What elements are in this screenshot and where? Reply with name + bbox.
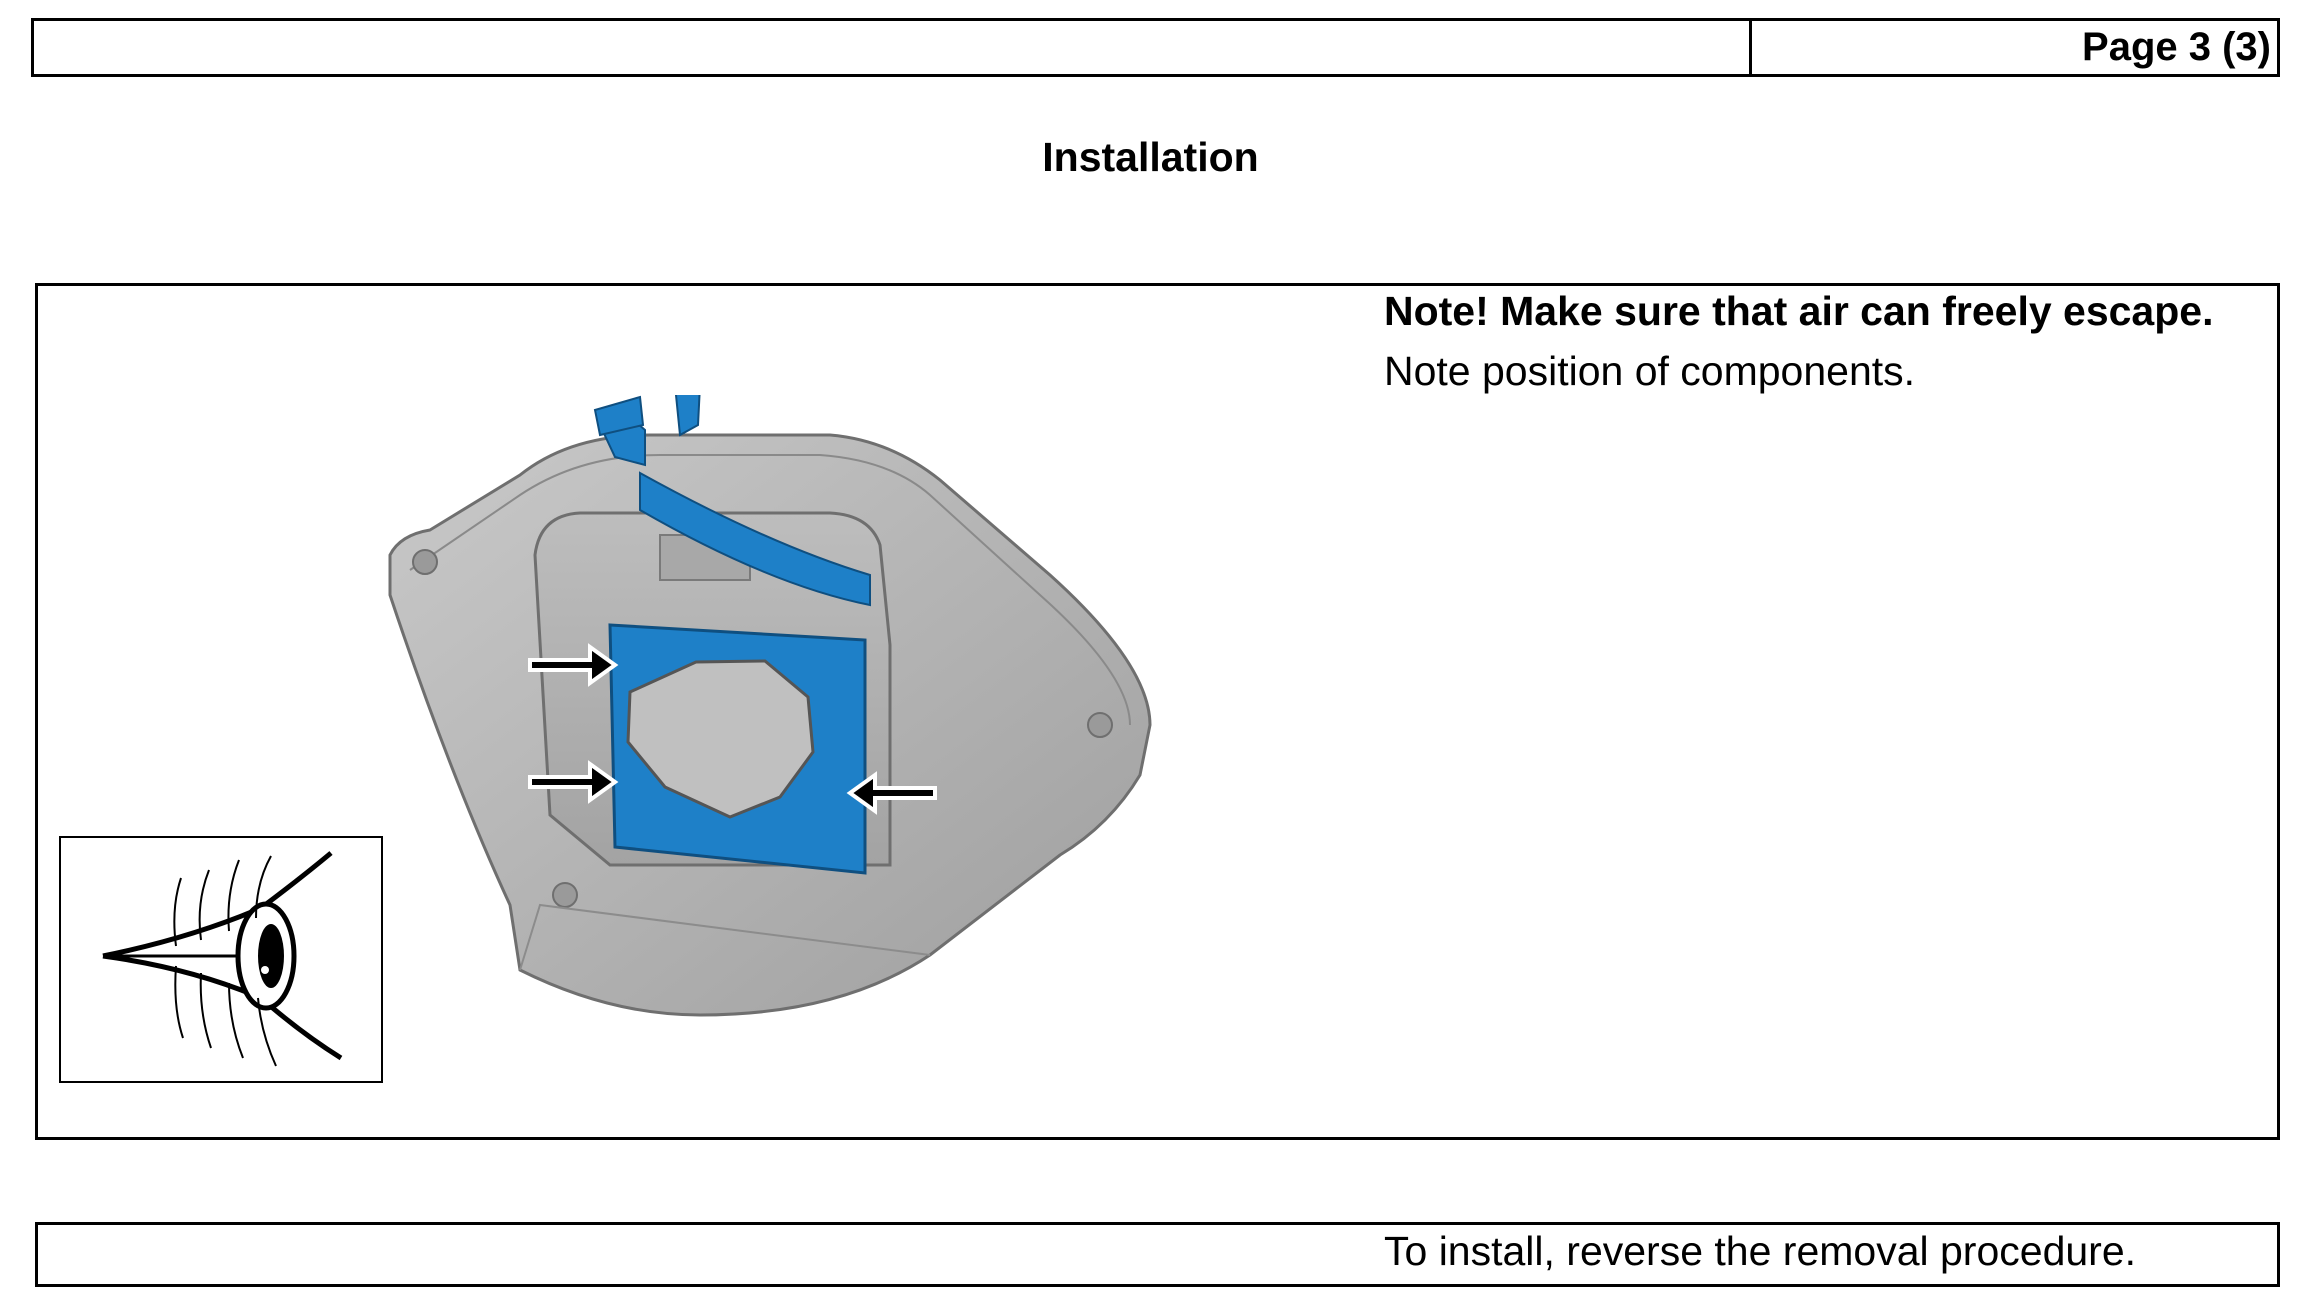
header-divider xyxy=(1749,21,1752,74)
bracket xyxy=(593,395,871,607)
page-number: Page 3 (3) xyxy=(2082,25,2271,69)
eye-icon xyxy=(102,851,343,1067)
component-illustration xyxy=(388,395,1152,1017)
section-title: Installation xyxy=(1042,134,1259,180)
illustration-frame xyxy=(35,283,2280,1140)
retainer-plate xyxy=(608,623,867,875)
header-bar: Page 3 (3) xyxy=(31,18,2280,77)
eye-icon-box xyxy=(59,836,383,1083)
note-heading: Note! Make sure that air can freely esca… xyxy=(1384,288,2214,334)
arrow-left-top xyxy=(528,643,619,687)
note-text: Note position of components. xyxy=(1384,348,1916,394)
arrow-right xyxy=(846,771,937,815)
footer-bar xyxy=(35,1222,2280,1287)
arrow-left-bottom xyxy=(528,760,619,804)
footer-text: To install, reverse the removal procedur… xyxy=(1384,1228,2137,1274)
